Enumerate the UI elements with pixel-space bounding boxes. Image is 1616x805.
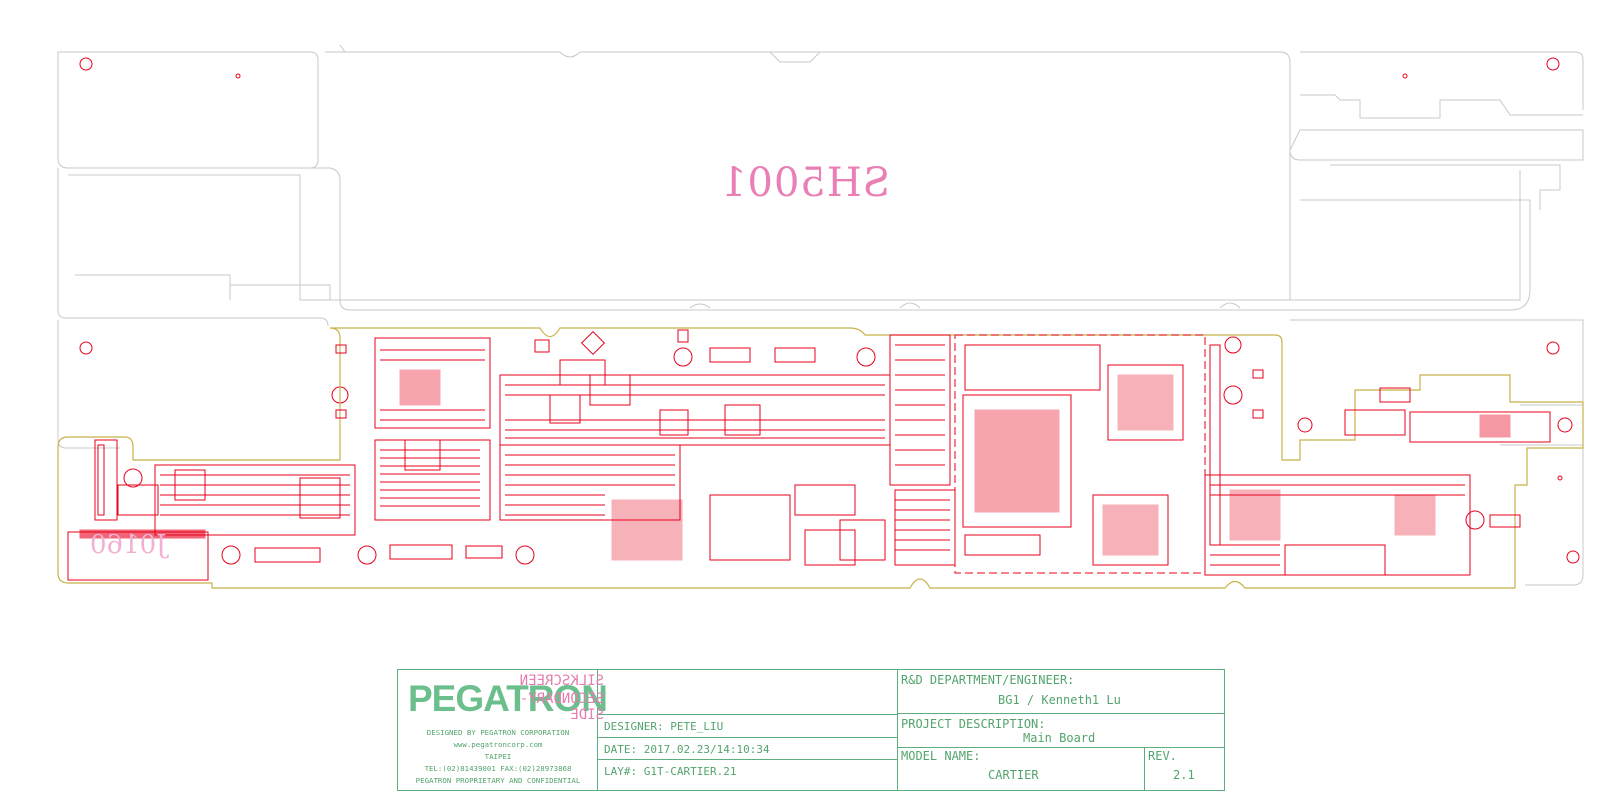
shield-refdes-label: SH5001 — [720, 160, 891, 206]
rd-engineer-value: BG1 / Kenneth1 Lu — [998, 693, 1121, 707]
revision-value: 2.1 — [1173, 768, 1195, 782]
tb-divider — [897, 713, 1225, 714]
tb-divider — [897, 747, 1225, 748]
contact-text: TEL:(02)81439001 FAX:(02)28973868 — [424, 764, 572, 773]
tb-divider — [597, 670, 598, 790]
website-text: www.pegatroncorp.com — [453, 740, 543, 749]
tb-divider — [1144, 747, 1145, 790]
mounting-holes — [79, 57, 1580, 565]
lay-number-field: LAY#: G1T-CARTIER.21 — [604, 765, 737, 778]
title-block: PEGATRON DESIGNED BY PEGATRON CORPORATIO… — [397, 669, 1225, 791]
project-description-label: PROJECT DESCRIPTION: — [901, 717, 1046, 731]
tb-divider — [597, 714, 897, 715]
rd-department-label: R&D DEPARTMENT/ENGINEER: — [901, 673, 1075, 687]
designer-field: DESIGNER: PETE_LIU — [604, 720, 724, 733]
pegatron-logo: PEGATRON — [408, 678, 608, 719]
city-text: TAIPEI — [484, 752, 512, 761]
upper-panel-outline — [57, 44, 1584, 586]
project-description-value: Main Board — [1023, 731, 1096, 745]
component-placement — [67, 329, 1573, 581]
confidential-text: PEGATRON PROPRIETARY AND CONFIDENTIAL — [415, 776, 581, 785]
layer-name-line1: SILKSCREEN — [519, 673, 604, 689]
layer-name-box: SILKSCREEN SECONDARY-SIDE — [520, 673, 718, 723]
model-name-label: MODEL NAME: — [901, 749, 981, 763]
board-edge — [57, 327, 1584, 589]
connector-refdes-label: J0160 — [90, 530, 167, 560]
model-name-value: CARTIER — [988, 768, 1039, 782]
layer-name-line2: SECONDARY-SIDE — [519, 691, 604, 723]
tb-divider — [597, 759, 897, 760]
tb-divider — [597, 737, 897, 738]
revision-label: REV. — [1148, 749, 1177, 763]
component-fill-texture — [160, 344, 1465, 566]
date-field: DATE: 2017.02.23/14:10:34 — [604, 743, 770, 756]
tb-divider — [897, 670, 898, 790]
designed-by-text: DESIGNED BY PEGATRON CORPORATION — [426, 728, 570, 737]
